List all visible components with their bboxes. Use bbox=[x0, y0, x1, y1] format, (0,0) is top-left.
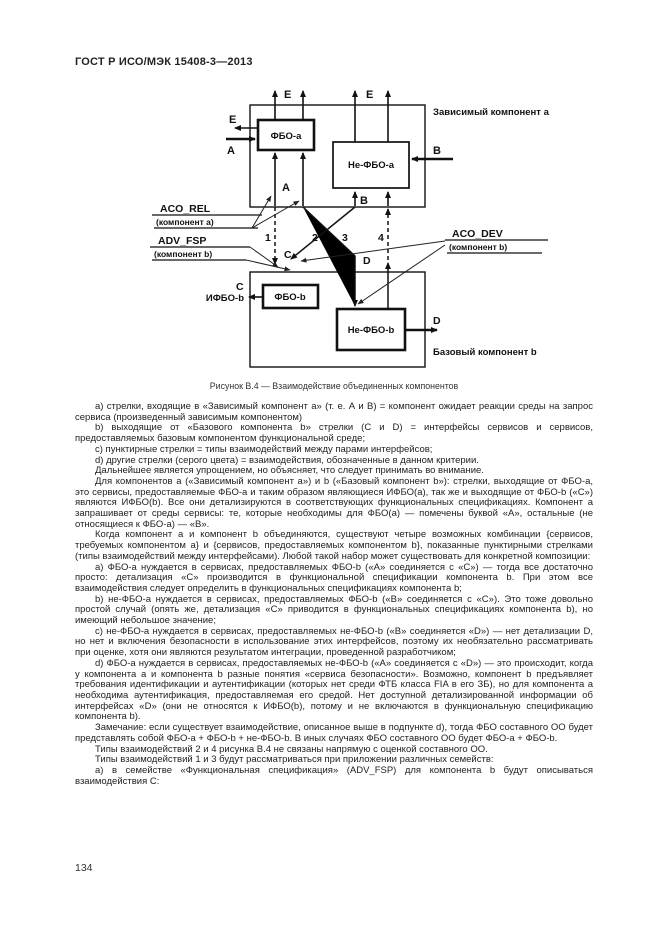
adv-fsp-pointer-2 bbox=[245, 259, 291, 272]
aco-rel-sub-label: (компонент а) bbox=[156, 217, 214, 227]
non-tsf-a-box bbox=[332, 141, 410, 189]
figure-caption: Рисунок В.4 — Взаимодействие объединенны… bbox=[209, 381, 459, 391]
label-d-out: D bbox=[433, 315, 441, 327]
aco-dev-pointer-2 bbox=[357, 244, 446, 305]
tsf-b-label: ФБО-b bbox=[274, 292, 305, 303]
paragraph: b) не-ФБО-а нуждается в сервисах, предос… bbox=[75, 593, 593, 627]
paragraph: а) стрелки, входящие в «Зависимый компон… bbox=[75, 401, 593, 423]
label-a-inner: А bbox=[282, 182, 290, 194]
label-2: 2 bbox=[312, 232, 318, 244]
aco-rel-pointer-1 bbox=[251, 195, 272, 229]
figure-b4-diagram: Е Е Е А В А В 1 2 3 4 С D С ИФБО-b bbox=[150, 89, 550, 368]
paragraph: Когда компонент а и компонент b объединя… bbox=[75, 529, 593, 562]
paragraph: d) ФБО-а нуждается в сервисах, предостав… bbox=[75, 657, 593, 723]
label-4: 4 bbox=[378, 232, 384, 244]
aco-rel-label: ACO_REL bbox=[160, 203, 211, 215]
paragraph: а) ФБО-а нуждается в сервисах, предостав… bbox=[75, 561, 593, 594]
label-e-side: Е bbox=[229, 114, 236, 126]
label-1: 1 bbox=[265, 232, 271, 244]
paragraph: Дальнейшее является упрощением, но объяс… bbox=[95, 465, 484, 477]
document-title: ГОСТ Р ИСО/МЭК 15408-3—2013 bbox=[75, 56, 253, 68]
paragraph: Типы взаимодействий 1 и 3 будут рассматр… bbox=[95, 754, 494, 766]
non-tsf-b-box bbox=[335, 307, 407, 352]
label-d-junction: D bbox=[363, 255, 371, 267]
tsf-a-label: ФБО-а bbox=[271, 131, 302, 142]
label-a-side: А bbox=[227, 145, 235, 157]
page-number: 134 bbox=[75, 862, 93, 874]
paragraph: а) в семействе «Функциональная специфика… bbox=[75, 764, 593, 787]
label-b-inner: В bbox=[360, 195, 368, 207]
label-c-junction: С bbox=[284, 249, 292, 261]
adv-fsp-label: ADV_FSP bbox=[158, 235, 206, 247]
non-tsf-b-label: Не-ФБО-b bbox=[348, 325, 395, 336]
paragraph: Типы взаимодействий 2 и 4 рисунка В.4 не… bbox=[95, 743, 488, 755]
adv-fsp-pointer-1 bbox=[249, 246, 279, 268]
label-c-iface: С bbox=[236, 281, 244, 293]
label-e-top-left: Е bbox=[284, 89, 291, 101]
label-b-side: В bbox=[433, 145, 441, 157]
label-e-top-right: Е bbox=[366, 89, 373, 101]
dependent-component-box bbox=[249, 104, 426, 208]
paragraph: Замечание: если существует взаимодействи… bbox=[75, 722, 593, 744]
aco-rel-pointer-2 bbox=[251, 200, 300, 229]
aco-dev-pointer-1 bbox=[300, 240, 446, 263]
dependent-component-label: Зависимый компонент а bbox=[433, 107, 550, 118]
non-tsf-a-label: Не-ФБО-а bbox=[348, 160, 395, 171]
body-text: а) стрелки, входящие в «Зависимый компон… bbox=[75, 401, 593, 787]
aco-dev-label: ACO_DEV bbox=[452, 228, 503, 240]
connector-2 bbox=[302, 206, 358, 307]
adv-fsp-sub-label: (компонент b) bbox=[154, 249, 212, 259]
paragraph: с) не-ФБО-а нуждается в сервисах, предос… bbox=[75, 625, 593, 659]
connector-3 bbox=[290, 206, 356, 260]
paragraph: Для компонентов а («Зависимый компонент … bbox=[75, 475, 593, 530]
paragraph: b) выходящие от «Базового компонента b» … bbox=[75, 422, 593, 445]
paragraph: c) пунктирные стрелки = типы взаимодейст… bbox=[95, 443, 433, 455]
paragraph: d) другие стрелки (серого цвета) = взаим… bbox=[95, 454, 479, 466]
label-3: 3 bbox=[342, 232, 348, 244]
aco-dev-sub-label: (компонент b) bbox=[449, 242, 507, 252]
label-itsf-b: ИФБО-b bbox=[206, 293, 244, 304]
tsf-a-box bbox=[256, 118, 316, 152]
base-component-label: Базовый компонент b bbox=[433, 347, 537, 358]
